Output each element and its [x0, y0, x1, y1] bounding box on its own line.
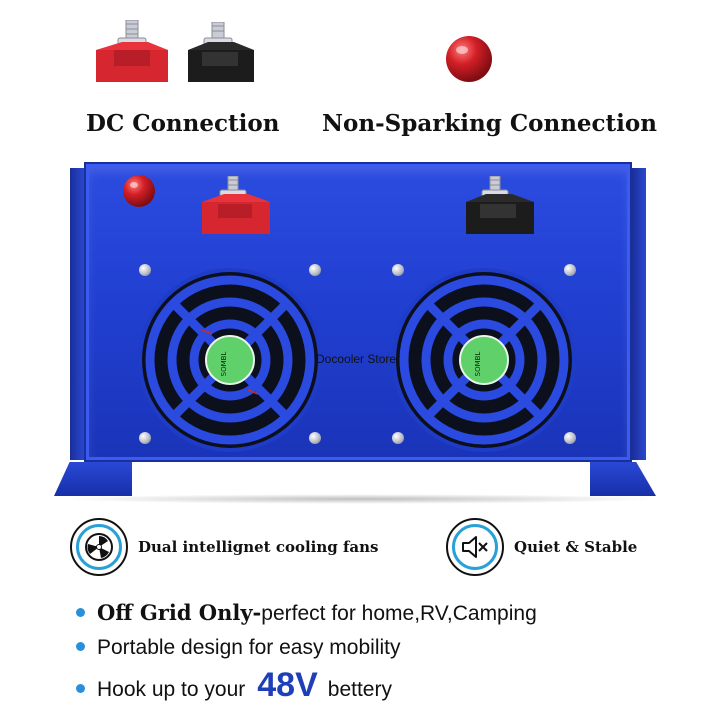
- bullet-off-grid: Off Grid Only- perfect for home,RV,Campi…: [76, 600, 537, 626]
- screw: [564, 432, 576, 444]
- panel-red-terminal: [202, 176, 270, 234]
- panel-black-terminal: [466, 176, 534, 234]
- fan-brand-label: SOMBL: [220, 352, 228, 377]
- fan-brand-label: SOMBL: [474, 352, 482, 377]
- screw: [392, 432, 404, 444]
- off-grid-bold-text: Off Grid Only-: [97, 600, 262, 625]
- bullet-dot: [76, 608, 85, 617]
- cooling-fan-right: SOMBL: [396, 272, 572, 448]
- fan-icon: [85, 533, 113, 561]
- portable-text: Portable design for easy mobility: [97, 636, 401, 659]
- cooling-fan-left: SOMBL: [142, 272, 318, 448]
- hook-prefix-text: Hook up to your: [97, 678, 246, 701]
- feature-label-fans: Dual intellignet cooling fans: [138, 538, 379, 556]
- right-mounting-foot: [590, 462, 656, 496]
- red-terminal-image: [96, 20, 168, 82]
- feature-label-quiet: Quiet & Stable: [514, 538, 638, 556]
- dc-connection-caption: DC Connection: [86, 110, 280, 137]
- left-mounting-foot: [54, 462, 132, 496]
- screw: [392, 264, 404, 276]
- inverter-right-side: [632, 168, 646, 460]
- screw: [139, 432, 151, 444]
- panel-knob: [123, 175, 155, 207]
- bullet-dot: [76, 642, 85, 651]
- fan-feature-badge: [70, 518, 128, 576]
- non-sparking-caption: Non-Sparking Connection: [322, 110, 657, 137]
- store-watermark: Docooler Store: [316, 352, 397, 366]
- hook-suffix-text: bettery: [327, 678, 392, 701]
- speaker-mute-icon: [462, 536, 488, 558]
- off-grid-rest-text: perfect for home,RV,Camping: [261, 602, 537, 625]
- bullet-dot: [76, 684, 85, 693]
- voltage-value: 48V: [257, 666, 318, 704]
- inverter-left-side: [70, 168, 84, 460]
- quiet-feature-badge: [446, 518, 504, 576]
- screw: [139, 264, 151, 276]
- inverter-shadow: [60, 494, 660, 504]
- black-terminal-image: [188, 22, 254, 82]
- screw: [309, 264, 321, 276]
- screw: [564, 264, 576, 276]
- bullet-portable: Portable design for easy mobility: [76, 636, 401, 660]
- bullet-battery: Hook up to your 48V bettery: [76, 666, 392, 705]
- non-sparking-knob-image: [446, 36, 492, 82]
- screw: [309, 432, 321, 444]
